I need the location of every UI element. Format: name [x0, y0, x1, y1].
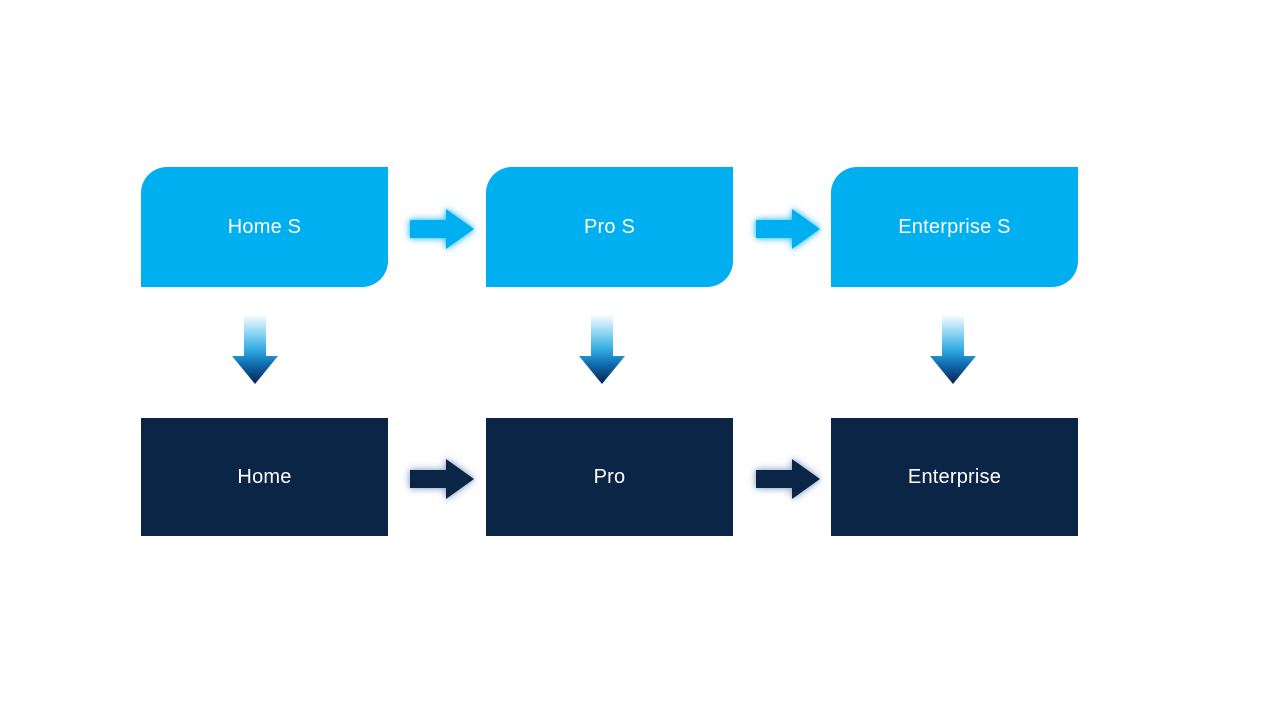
right-arrow-icon	[410, 459, 474, 499]
node-label: Enterprise	[907, 465, 1002, 488]
down-arrow-icon	[579, 314, 625, 384]
node-label: Pro	[593, 465, 626, 488]
node-enterprise: Enterprise	[831, 418, 1078, 536]
node-label: Pro S	[583, 215, 636, 238]
down-arrow-icon	[232, 314, 278, 384]
node-home-s: Home S	[141, 167, 388, 287]
node-pro: Pro	[486, 418, 733, 536]
right-arrow-icon	[756, 209, 820, 249]
node-label: Home S	[227, 215, 302, 238]
down-arrow-icon	[930, 314, 976, 384]
node-enterprise-s: Enterprise S	[831, 167, 1078, 287]
node-home: Home	[141, 418, 388, 536]
node-pro-s: Pro S	[486, 167, 733, 287]
node-label: Enterprise S	[898, 215, 1011, 238]
right-arrow-icon	[410, 209, 474, 249]
right-arrow-icon	[756, 459, 820, 499]
node-label: Home	[237, 465, 292, 488]
